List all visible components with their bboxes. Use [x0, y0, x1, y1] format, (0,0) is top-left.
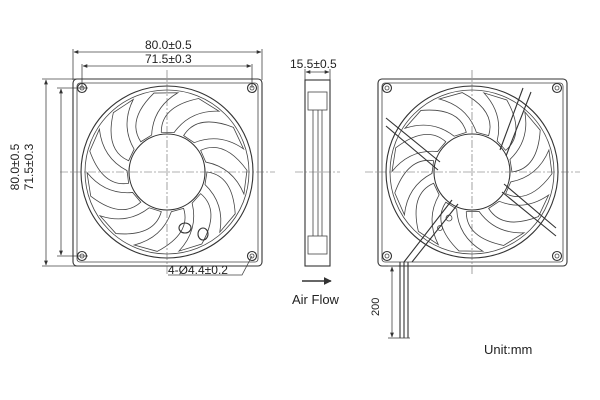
hole-height-label: 71.5±0.3 — [22, 143, 36, 191]
lead-wires — [388, 262, 410, 339]
fan-blade — [440, 201, 485, 252]
fan-blade — [200, 147, 248, 196]
fan-blade — [394, 159, 435, 217]
fan-blade — [86, 171, 142, 210]
fan-blade — [465, 210, 526, 246]
fan-blade — [135, 92, 180, 143]
fan-blade — [505, 148, 553, 197]
fan-blade — [89, 127, 130, 185]
rear-view — [365, 70, 580, 339]
fan-blades — [86, 92, 248, 252]
height-label: 80.0±0.5 — [8, 143, 22, 191]
support-struts — [385, 87, 557, 263]
mounting-holes — [76, 82, 258, 262]
fan-side-profile — [304, 79, 331, 267]
fan-frame-rear — [377, 78, 568, 267]
width-label: 80.0±0.5 — [145, 38, 192, 52]
holes-label: 4-Ø4.4±0.2 — [168, 263, 228, 277]
lead-length-label: 200 — [370, 297, 382, 316]
fan-blade — [204, 171, 236, 234]
side-view — [295, 69, 340, 285]
fan-blade — [110, 98, 135, 162]
hole-leader-line — [168, 255, 253, 276]
thickness-label: 15.5±0.5 — [290, 57, 337, 71]
fan-blades-rear — [391, 92, 553, 252]
fan-blade — [98, 207, 162, 235]
fan-blade — [183, 121, 245, 151]
fan-blade — [437, 92, 491, 137]
fan-blade — [391, 134, 447, 173]
fan-blade — [132, 207, 186, 252]
fan-blade — [415, 182, 440, 246]
fan-blade — [403, 109, 467, 137]
fan-blade — [482, 92, 517, 151]
fan-blade — [177, 193, 212, 252]
hole-width-label: 71.5±0.3 — [145, 52, 192, 66]
fan-frame-front — [72, 78, 263, 267]
fan-blade — [160, 98, 221, 134]
fan-blade — [509, 110, 541, 173]
unit-label: Unit:mm — [484, 342, 533, 357]
fan-blade — [488, 193, 550, 223]
airflow-label: Air Flow — [292, 292, 339, 307]
front-view — [42, 49, 275, 276]
